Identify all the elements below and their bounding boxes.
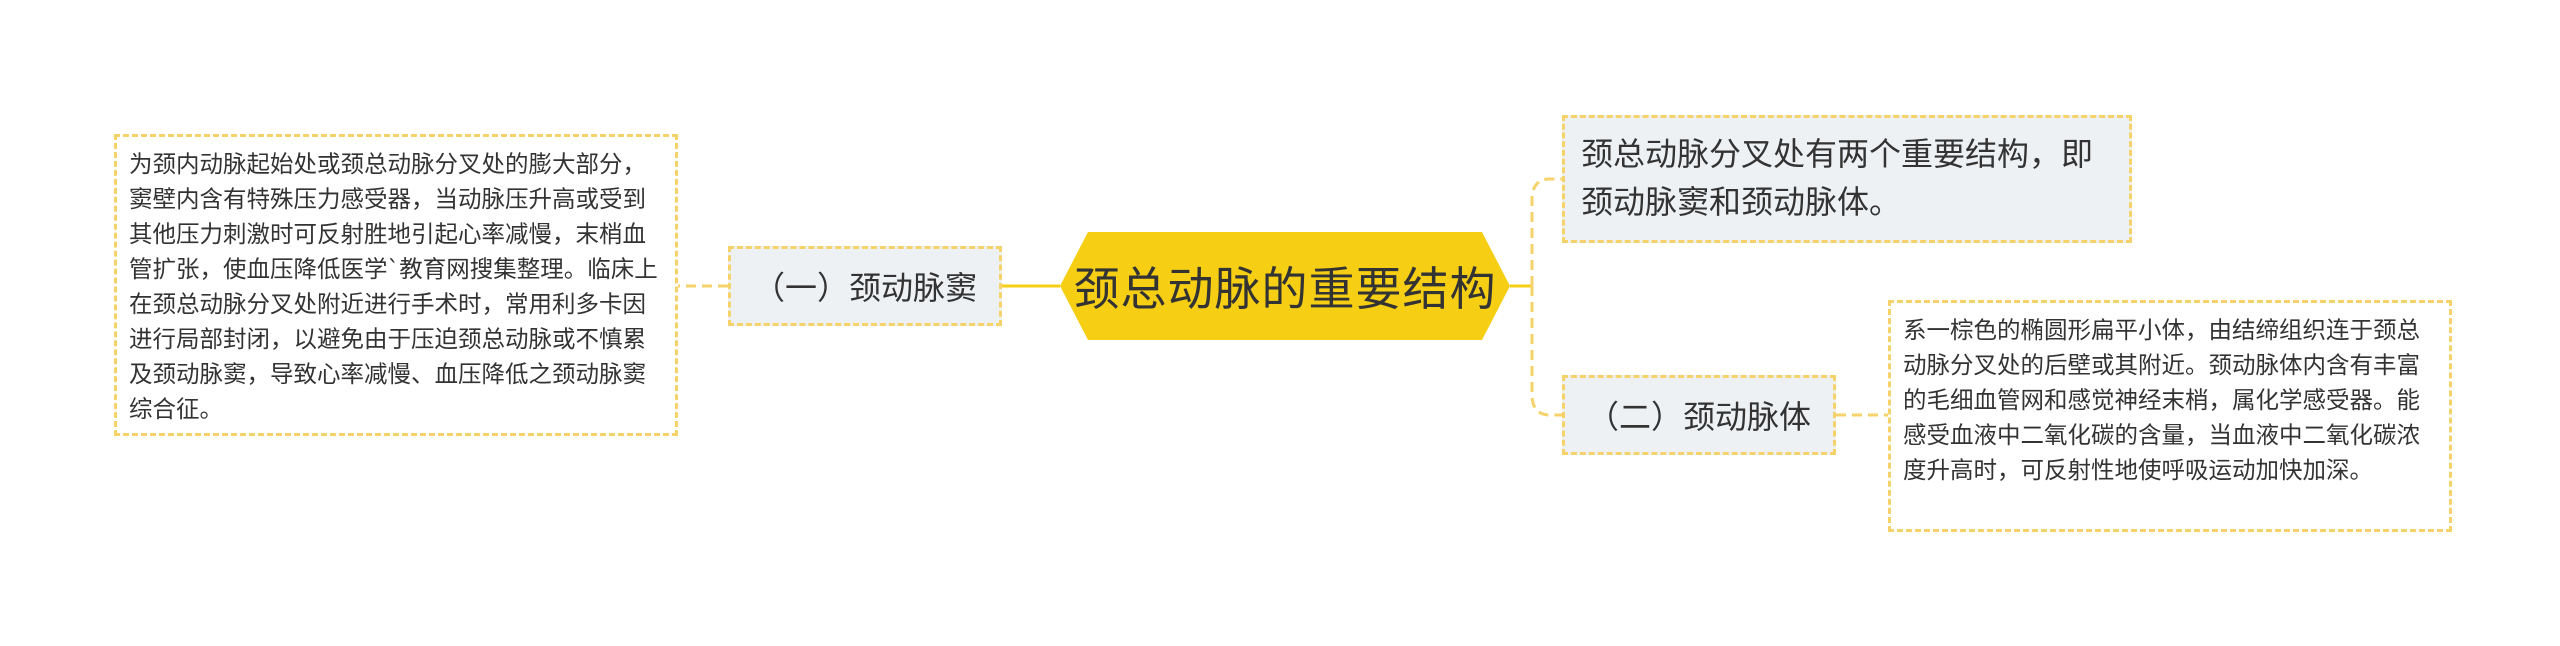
connector-center-summary <box>1530 177 1562 286</box>
branch-summary[interactable]: 颈总动脉分叉处有两个重要结构，即颈动脉窦和颈动脉体。 <box>1562 115 2132 243</box>
branch-summary-text: 颈总动脉分叉处有两个重要结构，即颈动脉窦和颈动脉体。 <box>1581 135 2094 221</box>
central-topic[interactable]: 颈总动脉的重要结构 <box>1060 232 1510 340</box>
connector-center-body <box>1530 286 1562 417</box>
branch-carotid-body[interactable]: （二）颈动脉体 <box>1562 375 1836 455</box>
detail-carotid-body[interactable]: 系一棕色的椭圆形扁平小体，由结缔组织连于颈总动脉分叉处的后壁或其附近。颈动脉体内… <box>1888 300 2452 532</box>
central-topic-label: 颈总动脉的重要结构 <box>1073 262 1497 316</box>
detail-carotid-body-text: 系一棕色的椭圆形扁平小体，由结缔组织连于颈总动脉分叉处的后壁或其附近。颈动脉体内… <box>1903 316 2420 484</box>
detail-carotid-sinus[interactable]: 为颈内动脉起始处或颈总动脉分叉处的膨大部分，窦壁内含有特殊压力感受器，当动脉压升… <box>114 134 678 436</box>
detail-carotid-sinus-text: 为颈内动脉起始处或颈总动脉分叉处的膨大部分，窦壁内含有特殊压力感受器，当动脉压升… <box>129 150 658 423</box>
branch-carotid-body-label: （二）颈动脉体 <box>1586 398 1811 436</box>
branch-carotid-sinus-label: （一）颈动脉窦 <box>752 269 977 307</box>
branch-carotid-sinus[interactable]: （一）颈动脉窦 <box>728 246 1002 326</box>
